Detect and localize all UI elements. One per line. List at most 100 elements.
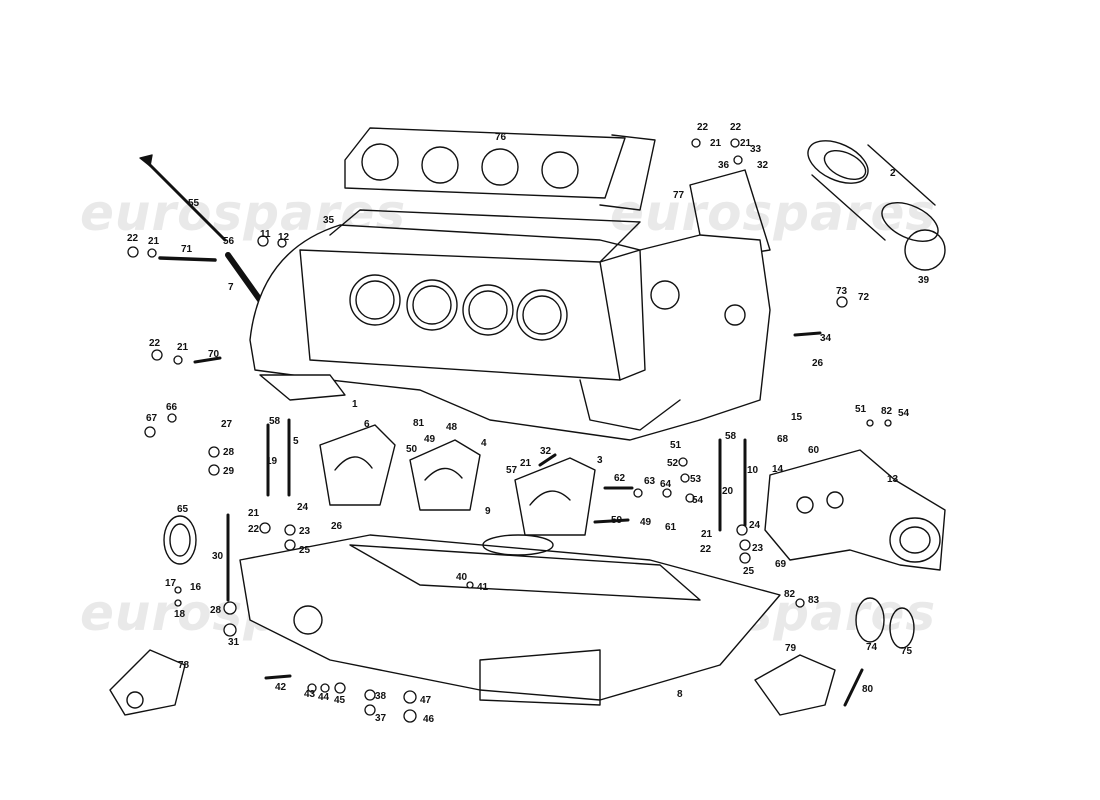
callout: 57	[506, 465, 518, 476]
callout: 53	[690, 474, 702, 485]
callout: 12	[278, 232, 290, 243]
callout: 54	[898, 408, 910, 419]
callout: 21	[710, 138, 722, 149]
watermark-text: eurospares	[610, 184, 936, 242]
callout: 59	[611, 515, 623, 526]
o-ring	[889, 607, 915, 649]
callout: 21	[248, 508, 260, 519]
callout: 22	[697, 122, 709, 133]
callout: 56	[223, 236, 235, 247]
bracket	[259, 374, 346, 401]
liner-seal-ring	[904, 229, 946, 271]
callout: 21	[148, 236, 160, 247]
callout: 13	[887, 474, 899, 485]
callout: 51	[855, 404, 867, 415]
stud	[793, 331, 822, 337]
callout: 22	[248, 524, 260, 535]
callout: 54	[692, 495, 704, 506]
callout: 72	[858, 292, 870, 303]
stud	[158, 256, 217, 262]
callout: 58	[725, 431, 737, 442]
callout: 49	[640, 517, 652, 528]
callout: 21	[701, 529, 713, 540]
callout: 27	[221, 419, 233, 430]
callout: 9	[485, 506, 491, 517]
callout: 60	[808, 445, 820, 456]
callout: 41	[477, 582, 489, 593]
callout: 50	[406, 444, 418, 455]
callout: 34	[820, 333, 832, 344]
callout: 77	[673, 190, 685, 201]
callout: 30	[212, 551, 224, 562]
callout: 73	[836, 286, 848, 297]
callout: 16	[190, 582, 202, 593]
callout: 32	[540, 446, 552, 457]
callout: 17	[165, 578, 177, 589]
callout: 24	[749, 520, 761, 531]
callout: 38	[375, 691, 387, 702]
callout: 15	[791, 412, 803, 423]
callout: 40	[456, 572, 468, 583]
callout: 45	[334, 695, 346, 706]
callout: 25	[743, 566, 755, 577]
callout: 26	[331, 521, 343, 532]
callout: 29	[223, 466, 235, 477]
callout: 10	[747, 465, 759, 476]
callout: 48	[446, 422, 458, 433]
callout: 52	[667, 458, 679, 469]
callout: 42	[275, 682, 287, 693]
callout: 49	[424, 434, 436, 445]
callout: 65	[177, 504, 189, 515]
callout: 58	[269, 416, 281, 427]
engine-mount	[109, 649, 186, 716]
callout: 69	[775, 559, 787, 570]
dowel-stud	[225, 252, 263, 303]
callout: 36	[718, 160, 730, 171]
callout: 22	[730, 122, 742, 133]
long-stud	[143, 158, 227, 242]
callout: 37	[375, 713, 387, 724]
oil-seal	[163, 515, 197, 565]
callout: 21	[740, 138, 752, 149]
stud	[538, 453, 557, 467]
callout-labels: 76 77 22 21 36 22 33 21 32 2 39 55 35 22…	[127, 122, 930, 725]
stud	[193, 356, 222, 364]
callout: 21	[520, 458, 532, 469]
stud	[593, 518, 630, 524]
engine-block	[249, 209, 771, 441]
fastener-group	[127, 138, 892, 723]
callout: 35	[323, 215, 335, 226]
callout: 81	[413, 418, 425, 429]
callout: 80	[862, 684, 874, 695]
callout: 22	[127, 233, 139, 244]
callout: 71	[181, 244, 193, 255]
callout: 47	[420, 695, 432, 706]
callout: 83	[808, 595, 820, 606]
callout: 70	[208, 349, 220, 360]
callout: 25	[299, 545, 311, 556]
callout: 82	[784, 589, 796, 600]
callout: 76	[495, 132, 507, 143]
callout: 55	[188, 198, 200, 209]
callout: 31	[228, 637, 240, 648]
head-gasket	[344, 127, 656, 211]
callout: 64	[660, 479, 672, 490]
callout: 63	[644, 476, 656, 487]
callout: 24	[297, 502, 309, 513]
callout: 44	[318, 692, 330, 703]
callout: 75	[901, 646, 913, 657]
callout: 11	[260, 229, 271, 240]
main-bearing-cap	[319, 424, 396, 506]
callout: 28	[210, 605, 222, 616]
callout: 4	[481, 438, 487, 449]
callout: 39	[918, 275, 930, 286]
callout: 62	[614, 473, 626, 484]
callout: 8	[677, 689, 683, 700]
engine-mount	[754, 654, 836, 716]
callout: 68	[777, 434, 789, 445]
callout: 61	[665, 522, 677, 533]
callout: 78	[178, 660, 190, 671]
callout: 5	[293, 436, 299, 447]
sump-stud	[264, 674, 292, 680]
